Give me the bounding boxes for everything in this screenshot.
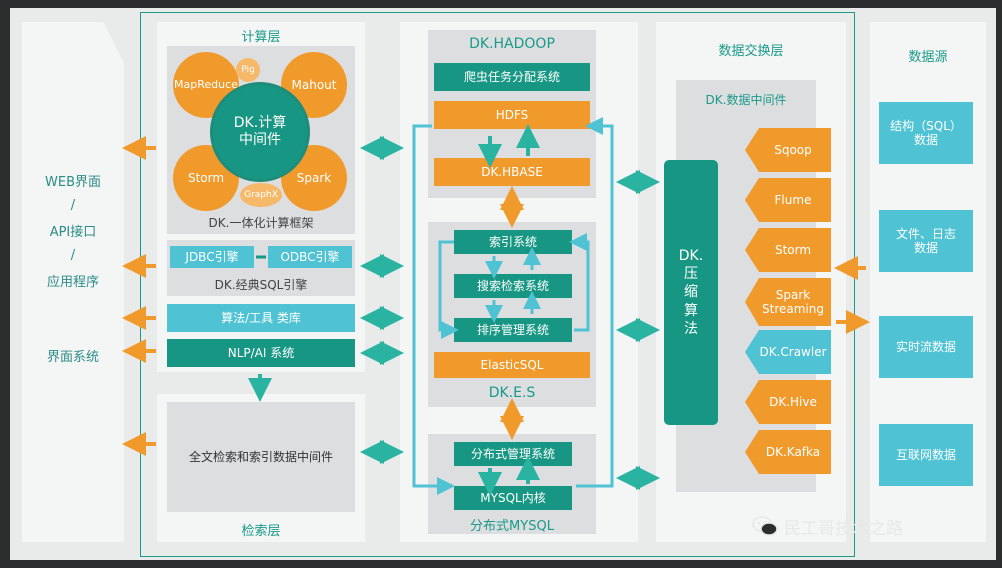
sql-engine-caption: DK.经典SQL引擎: [214, 278, 308, 292]
search-system-box: 搜索检索系统: [454, 274, 572, 298]
loop-mysql-to-hdfs: [576, 117, 614, 488]
exchange-title: 数据交换层: [718, 44, 784, 59]
compression-algo-box: DK. 压 缩 算 法: [664, 160, 718, 425]
app-label: 应用程序: [46, 274, 99, 290]
source-realtime-stream: 实时流数据: [879, 316, 973, 378]
search-layer-title: 检索层: [241, 524, 281, 539]
tool-dk-kafka: DK.Kafka: [745, 430, 831, 474]
web-ui-label: WEB界面: [45, 174, 101, 190]
left-column: [22, 22, 124, 542]
graphx-circle: GraphX: [240, 183, 282, 207]
compute-middleware-circle: DK.计算 中间件: [210, 82, 310, 182]
tool-sqoop: Sqoop: [745, 128, 831, 172]
hdfs-box: HDFS: [434, 101, 590, 129]
jdbc-engine: JDBC引擎: [170, 246, 254, 268]
es-title: DK.E.S: [488, 385, 536, 401]
ui-system-label: 界面系统: [46, 349, 99, 365]
core-frame: [140, 12, 855, 557]
compute-layer-title: 计算层: [241, 30, 281, 45]
tool-storm: Storm: [745, 228, 831, 272]
nlp-ai-box: NLP/AI 系统: [167, 339, 355, 367]
slash-2: /: [70, 247, 76, 263]
fulltext-middleware-box: 全文检索和索引数据中间件: [167, 402, 355, 512]
source-structured-sql: 结构（SQL） 数据: [879, 102, 973, 164]
loop-es-right: [569, 233, 590, 332]
tool-spark-streaming: Spark Streaming: [745, 278, 831, 326]
watermark: 民工哥技术之路: [752, 512, 982, 540]
algo-library-box: 算法/工具 类库: [167, 304, 355, 332]
crawler-dispatch-box: 爬虫任务分配系统: [434, 63, 590, 91]
tool-flume: Flume: [745, 178, 831, 222]
slash-1: /: [70, 197, 76, 213]
loop-hdfs-to-mysql: [412, 124, 455, 495]
hadoop-title: DK.HADOOP: [469, 36, 555, 52]
compute-framework-caption: DK.一体化计算框架: [208, 216, 314, 230]
tool-dk-crawler: DK.Crawler: [745, 330, 831, 374]
index-system-box: 索引系统: [454, 230, 572, 254]
loop-es-left: [438, 240, 459, 339]
odbc-engine: ODBC引擎: [268, 246, 352, 268]
wechat-icon: [752, 516, 778, 536]
api-label: API接口: [49, 224, 97, 240]
mysql-title: 分布式MYSQL: [470, 519, 554, 534]
elasticsql-box: ElasticSQL: [434, 352, 590, 378]
data-source-title: 数据源: [908, 50, 948, 65]
watermark-text: 民工哥技术之路: [784, 518, 903, 539]
data-middleware-title: DK.数据中间件: [705, 93, 787, 107]
source-file-log: 文件、日志 数据: [879, 210, 973, 272]
sort-system-box: 排序管理系统: [454, 318, 572, 342]
source-internet-data: 互联网数据: [879, 424, 973, 486]
hbase-box: DK.HBASE: [434, 158, 590, 186]
tool-dk-hive: DK.Hive: [745, 380, 831, 424]
pig-circle: Pig: [236, 58, 260, 82]
